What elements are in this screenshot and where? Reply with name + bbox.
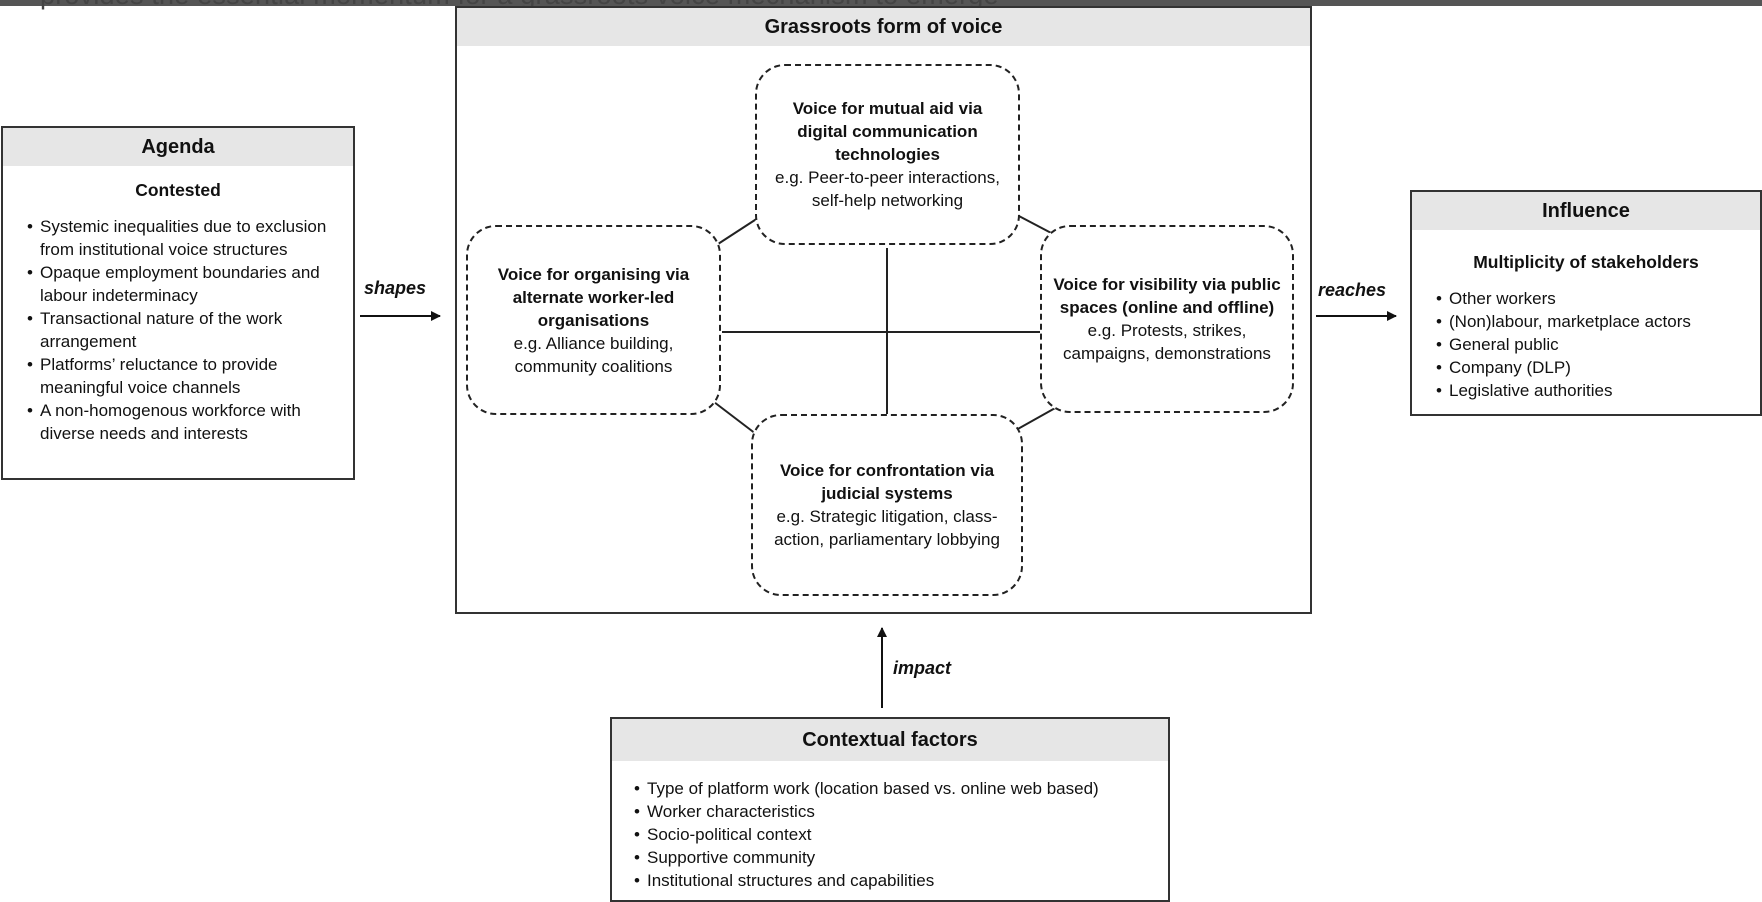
list-item: A non-homogenous workforce with diverse … (27, 399, 343, 445)
agenda-box: Agenda Contested Systemic inequalities d… (1, 126, 355, 480)
top-bar (0, 0, 1762, 6)
grassroots-title: Grassroots form of voice (457, 8, 1310, 46)
list-item: Opaque employment boundaries and labour … (27, 261, 343, 307)
mutual-aid-title: Voice for mutual aid via digital communi… (792, 99, 983, 164)
list-item: Supportive community (634, 846, 1158, 869)
contextual-list: Type of platform work (location based vs… (634, 777, 1158, 892)
agenda-title: Agenda (3, 128, 353, 166)
impact-label: impact (893, 658, 952, 678)
organising-node: Voice for organising via alternate worke… (466, 225, 721, 415)
shapes-label: shapes (364, 278, 427, 298)
list-item: Other workers (1436, 287, 1750, 310)
confrontation-example: e.g. Strategic litigation, class-action,… (774, 507, 1000, 549)
organising-example: e.g. Alliance building, community coalit… (513, 333, 674, 376)
reaches-label: reaches (1318, 280, 1387, 300)
list-item: Systemic inequalities due to exclusion f… (27, 215, 343, 261)
agenda-list: Systemic inequalities due to exclusion f… (27, 215, 343, 445)
confrontation-title: Voice for confrontation via judicial sys… (779, 461, 995, 503)
list-item: Legislative authorities (1436, 379, 1750, 402)
list-item: Company (DLP) (1436, 356, 1750, 379)
influence-title: Influence (1412, 192, 1760, 230)
list-item: General public (1436, 333, 1750, 356)
clipped-caption: provides the essential momentum for a gr… (40, 0, 999, 11)
list-item: Socio-political context (634, 823, 1158, 846)
mutual-aid-example: e.g. Peer-to-peer interactions, self-hel… (775, 168, 1000, 210)
list-item: Platforms’ reluctance to provide meaning… (27, 353, 343, 399)
visibility-node: Voice for visibility via public spaces (… (1040, 225, 1294, 413)
list-item: Institutional structures and capabilitie… (634, 869, 1158, 892)
contextual-title: Contextual factors (612, 719, 1168, 761)
list-item: Transactional nature of the work arrange… (27, 307, 343, 353)
influence-subtitle: Multiplicity of stakeholders (1473, 252, 1699, 272)
visibility-title: Voice for visibility via public spaces (… (1053, 275, 1281, 317)
contextual-box: Contextual factors Type of platform work… (610, 717, 1170, 902)
list-item: (Non)labour, marketplace actors (1436, 310, 1750, 333)
agenda-subtitle: Contested (135, 180, 221, 200)
visibility-example: e.g. Protests, strikes, campaigns, demon… (1063, 321, 1271, 363)
influence-box: Influence Multiplicity of stakeholders O… (1410, 190, 1762, 416)
list-item: Worker characteristics (634, 800, 1158, 823)
influence-list: Other workers (Non)labour, marketplace a… (1436, 287, 1750, 402)
grassroots-box: Grassroots form of voice (455, 6, 1312, 614)
mutual-aid-node: Voice for mutual aid via digital communi… (755, 64, 1020, 245)
organising-title: Voice for organising via alternate worke… (497, 264, 690, 330)
list-item: Type of platform work (location based vs… (634, 777, 1158, 800)
confrontation-node: Voice for confrontation via judicial sys… (751, 414, 1023, 596)
